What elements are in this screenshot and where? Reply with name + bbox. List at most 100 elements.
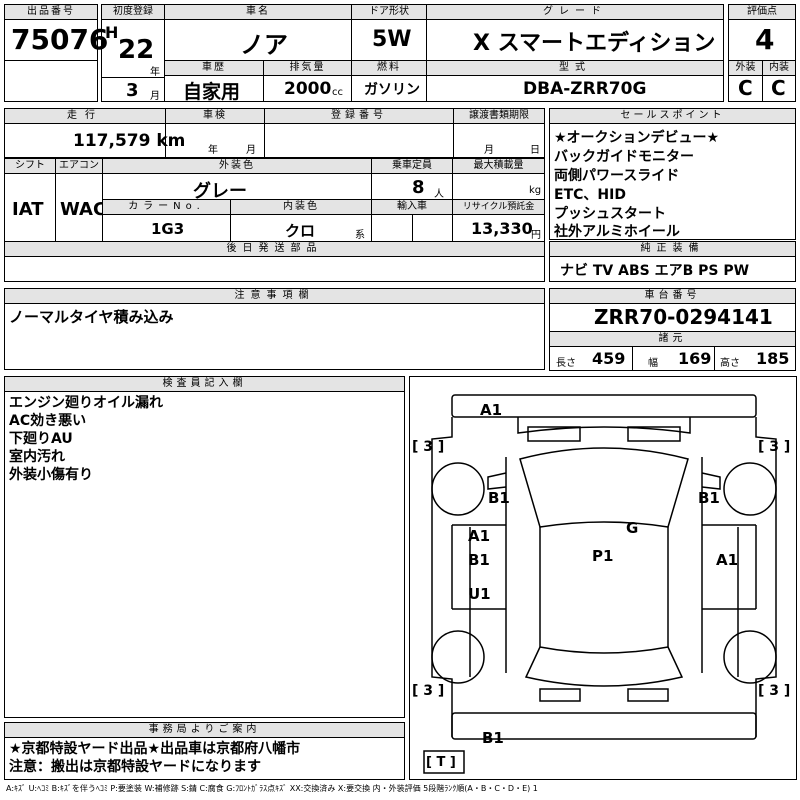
inspector-label: 検査員記入欄 [5, 377, 404, 392]
equipment-label: 純正装備 [550, 242, 795, 257]
rear-window-shape [524, 646, 684, 687]
mileage-cell: 走行 117,579 km [4, 108, 185, 158]
inspection-month-unit: 月 [246, 145, 256, 156]
front-right-wheel [723, 462, 777, 516]
specs-label: 諸元 [550, 332, 795, 347]
aircon-cell: エアコン WAC [55, 158, 107, 242]
lot-blank-cell [4, 60, 98, 102]
grade-cell: グレード X スマートエディション [426, 4, 724, 61]
headlight-right-shape [627, 426, 681, 442]
fuel-value: ガソリン [364, 82, 420, 98]
door-value: 5W [372, 27, 412, 52]
shift-label: シフト [5, 159, 55, 174]
recycle-unit: 円 [531, 230, 541, 241]
rear-lamp-left-shape [539, 688, 581, 702]
interior-score-label: 内装 [763, 61, 795, 76]
chassis-cell: 車台番号 ZRR70-0294141 [549, 288, 796, 332]
equipment-cell: 純正装備 ナビ TV ABS エアB PS PW [549, 241, 796, 282]
right-side-panel [702, 524, 757, 610]
headlight-left-shape [527, 426, 581, 442]
grade-value: X スマートエディション [473, 31, 716, 56]
displacement-cell: 排気量 2000 cc [263, 60, 352, 102]
sales-point-line: プッシュスタート [554, 206, 666, 222]
tire-tread-mark: [ 3 ] [758, 683, 791, 699]
office-cell: 事務局よりご案内 ★京都特設ヤード出品★出品車は京都府八幡市 注意：搬出は京都特… [4, 722, 405, 780]
shift-cell: シフト IAT [4, 158, 56, 242]
car-name-label: 車名 [165, 5, 351, 20]
exterior-color-label: 外装色 [103, 159, 371, 174]
car-outline-diagram [423, 394, 777, 774]
specs-height-label: 高さ [720, 358, 740, 369]
fuel-label: 燃料 [352, 61, 426, 76]
inspection-cell: 車検 年 月 [165, 108, 265, 158]
equipment-value: ナビ TV ABS エアB PS PW [560, 263, 750, 279]
specs-cell: 諸元 長さ 459 幅 169 高さ 185 [549, 331, 796, 371]
later-parts-cell: 後日発送部品 [4, 241, 545, 282]
damage-mark: B1 [698, 489, 720, 507]
rear-right-wheel [723, 630, 777, 684]
exterior-color-cell: 外装色 グレー [102, 158, 372, 202]
interior-color-value: クロ [285, 222, 316, 240]
inspector-line: エンジン廻りオイル漏れ [9, 395, 163, 411]
registration-cell: 登録番号 [264, 108, 454, 158]
color-no-cell: カラーNo. 1G3 [102, 199, 231, 242]
max-load-label: 最大積載量 [453, 159, 544, 174]
interior-score-value: C [771, 76, 786, 100]
cabin-outline [505, 457, 703, 673]
rear-bumper-shape [451, 712, 757, 740]
capacity-value: 8 [412, 177, 425, 198]
interior-score-cell: 内装 C [762, 60, 796, 102]
damage-mark: G [626, 519, 639, 537]
office-label: 事務局よりご案内 [5, 723, 404, 738]
inspector-line: 下廻りAU [9, 431, 73, 447]
capacity-unit: 人 [434, 189, 444, 200]
registration-label: 登録番号 [265, 109, 453, 124]
inspection-year-unit: 年 [208, 145, 218, 156]
left-side-panel [451, 524, 506, 610]
first-registration-cell: 初度登録 H 22 年 3 月 [101, 4, 165, 102]
sales-points-label: セールスポイント [550, 109, 795, 124]
damage-mark: B1 [488, 489, 510, 507]
sales-point-line: バックガイドモニター [554, 149, 694, 165]
spare-tire-box [423, 750, 465, 774]
score-value: 4 [755, 23, 775, 56]
year-value: 22 [118, 35, 155, 65]
roof-shape [539, 527, 669, 654]
notes-cell: 注意事項欄 ノーマルタイヤ積み込み [4, 288, 545, 370]
aircon-value: WAC [60, 199, 107, 220]
tire-tread-mark: [ T ] [426, 755, 456, 770]
specs-length-value: 459 [592, 349, 626, 368]
exterior-score-value: C [738, 76, 753, 100]
inspection-label: 車検 [166, 109, 264, 124]
damage-mark: U1 [468, 585, 491, 603]
office-line: 注意：搬出は京都特設ヤードになります [9, 759, 261, 775]
office-line: ★京都特設ヤード出品★出品車は京都府八幡市 [9, 741, 301, 757]
displacement-unit: cc [332, 87, 343, 98]
lot-number-value: 75076 [11, 23, 109, 56]
exterior-score-label: 外装 [729, 61, 762, 76]
model-value: DBA-ZRR70G [523, 79, 647, 99]
damage-diagram: A1 B1 B1 G A1 B1 P1 A1 U1 B1 [ 3 ] [ 3 ]… [409, 376, 797, 780]
damage-mark: B1 [482, 729, 504, 747]
import-cell: 輸入車 [371, 199, 453, 242]
era-value: H [105, 23, 119, 42]
front-bumper-shape [451, 394, 757, 418]
score-label: 評価点 [729, 5, 795, 20]
rear-left-wheel [431, 630, 485, 684]
exterior-score-cell: 外装 C [728, 60, 763, 102]
front-left-wheel [431, 462, 485, 516]
interior-color-label: 内装色 [231, 200, 371, 215]
aircon-label: エアコン [56, 159, 102, 174]
damage-mark: P1 [592, 547, 614, 565]
grade-label: グレード [427, 5, 723, 20]
max-load-cell: 最大積載量 kg [452, 158, 545, 200]
interior-color-cell: 内装色 クロ 系 [230, 199, 372, 242]
tire-tread-mark: [ 3 ] [412, 683, 445, 699]
first-registration-label: 初度登録 [102, 5, 164, 20]
sales-point-line: 社外アルミホイール [554, 224, 680, 240]
specs-height-value: 185 [756, 349, 790, 368]
mileage-value: 117,579 km [73, 131, 186, 151]
mileage-label: 走行 [5, 109, 165, 124]
model-label: 型式 [427, 61, 723, 76]
notes-label: 注意事項欄 [5, 289, 544, 304]
